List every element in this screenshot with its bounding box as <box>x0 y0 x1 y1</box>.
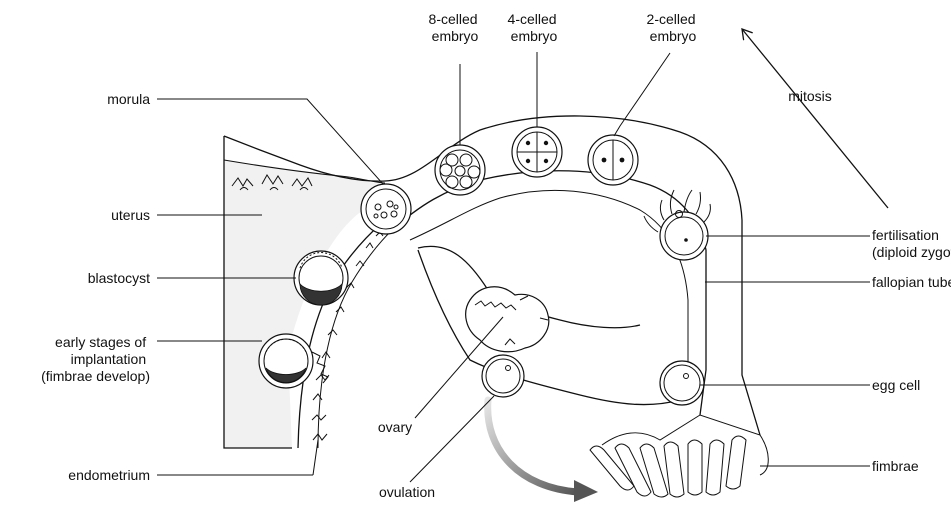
ovulated-egg <box>482 355 524 397</box>
label-two-celled-line-2: embryo <box>650 28 697 44</box>
label-ovary: ovary <box>378 419 412 435</box>
label-two-celled-line-1: 2-celled <box>647 11 696 27</box>
blastocyst-cell <box>294 251 348 305</box>
label-implantation-line-1: early stages of <box>55 334 146 350</box>
label-blastocyst: blastocyst <box>88 270 150 286</box>
label-ovulation: ovulation <box>379 484 435 500</box>
two-celled-embryo <box>588 135 638 185</box>
label-morula: morula <box>107 91 150 107</box>
label-implantation-line-2: implantation <box>71 351 147 367</box>
label-implantation: early stages of implantation (fimbrae de… <box>41 334 150 384</box>
ovary <box>418 246 680 404</box>
mitosis-arrow <box>742 29 888 208</box>
label-eight-celled-line-2: embryo <box>432 28 479 44</box>
label-endometrium: endometrium <box>68 467 150 483</box>
label-fallopian-tube: fallopian tube <box>872 274 951 290</box>
label-four-celled-line-1: 4-celled <box>508 11 557 27</box>
label-egg-cell: egg cell <box>872 377 920 393</box>
label-four-celled-line-2: embryo <box>511 28 558 44</box>
egg-cell <box>660 361 704 405</box>
label-eight-celled: 8-celled embryo <box>429 11 482 44</box>
label-fertilisation: fertilisation (diploid zygote) <box>872 227 951 260</box>
morula-cell <box>361 184 411 234</box>
fimbrae-fingers <box>590 415 768 497</box>
label-four-celled: 4-celled embryo <box>508 11 561 44</box>
ovulation-arrow <box>488 400 598 502</box>
label-fertilisation-line-2: (diploid zygote) <box>872 244 951 260</box>
implanting-embryo <box>259 334 328 388</box>
label-fimbrae: fimbrae <box>872 458 919 474</box>
label-two-celled: 2-celled embryo <box>647 11 700 44</box>
label-mitosis: mitosis <box>788 88 832 104</box>
label-fertilisation-line-1: fertilisation <box>872 227 939 243</box>
label-implantation-line-3: (fimbrae develop) <box>41 368 150 384</box>
four-celled-embryo <box>512 127 562 177</box>
eight-celled-embryo <box>435 145 485 195</box>
label-uterus: uterus <box>111 207 150 223</box>
label-eight-celled-line-1: 8-celled <box>429 11 478 27</box>
